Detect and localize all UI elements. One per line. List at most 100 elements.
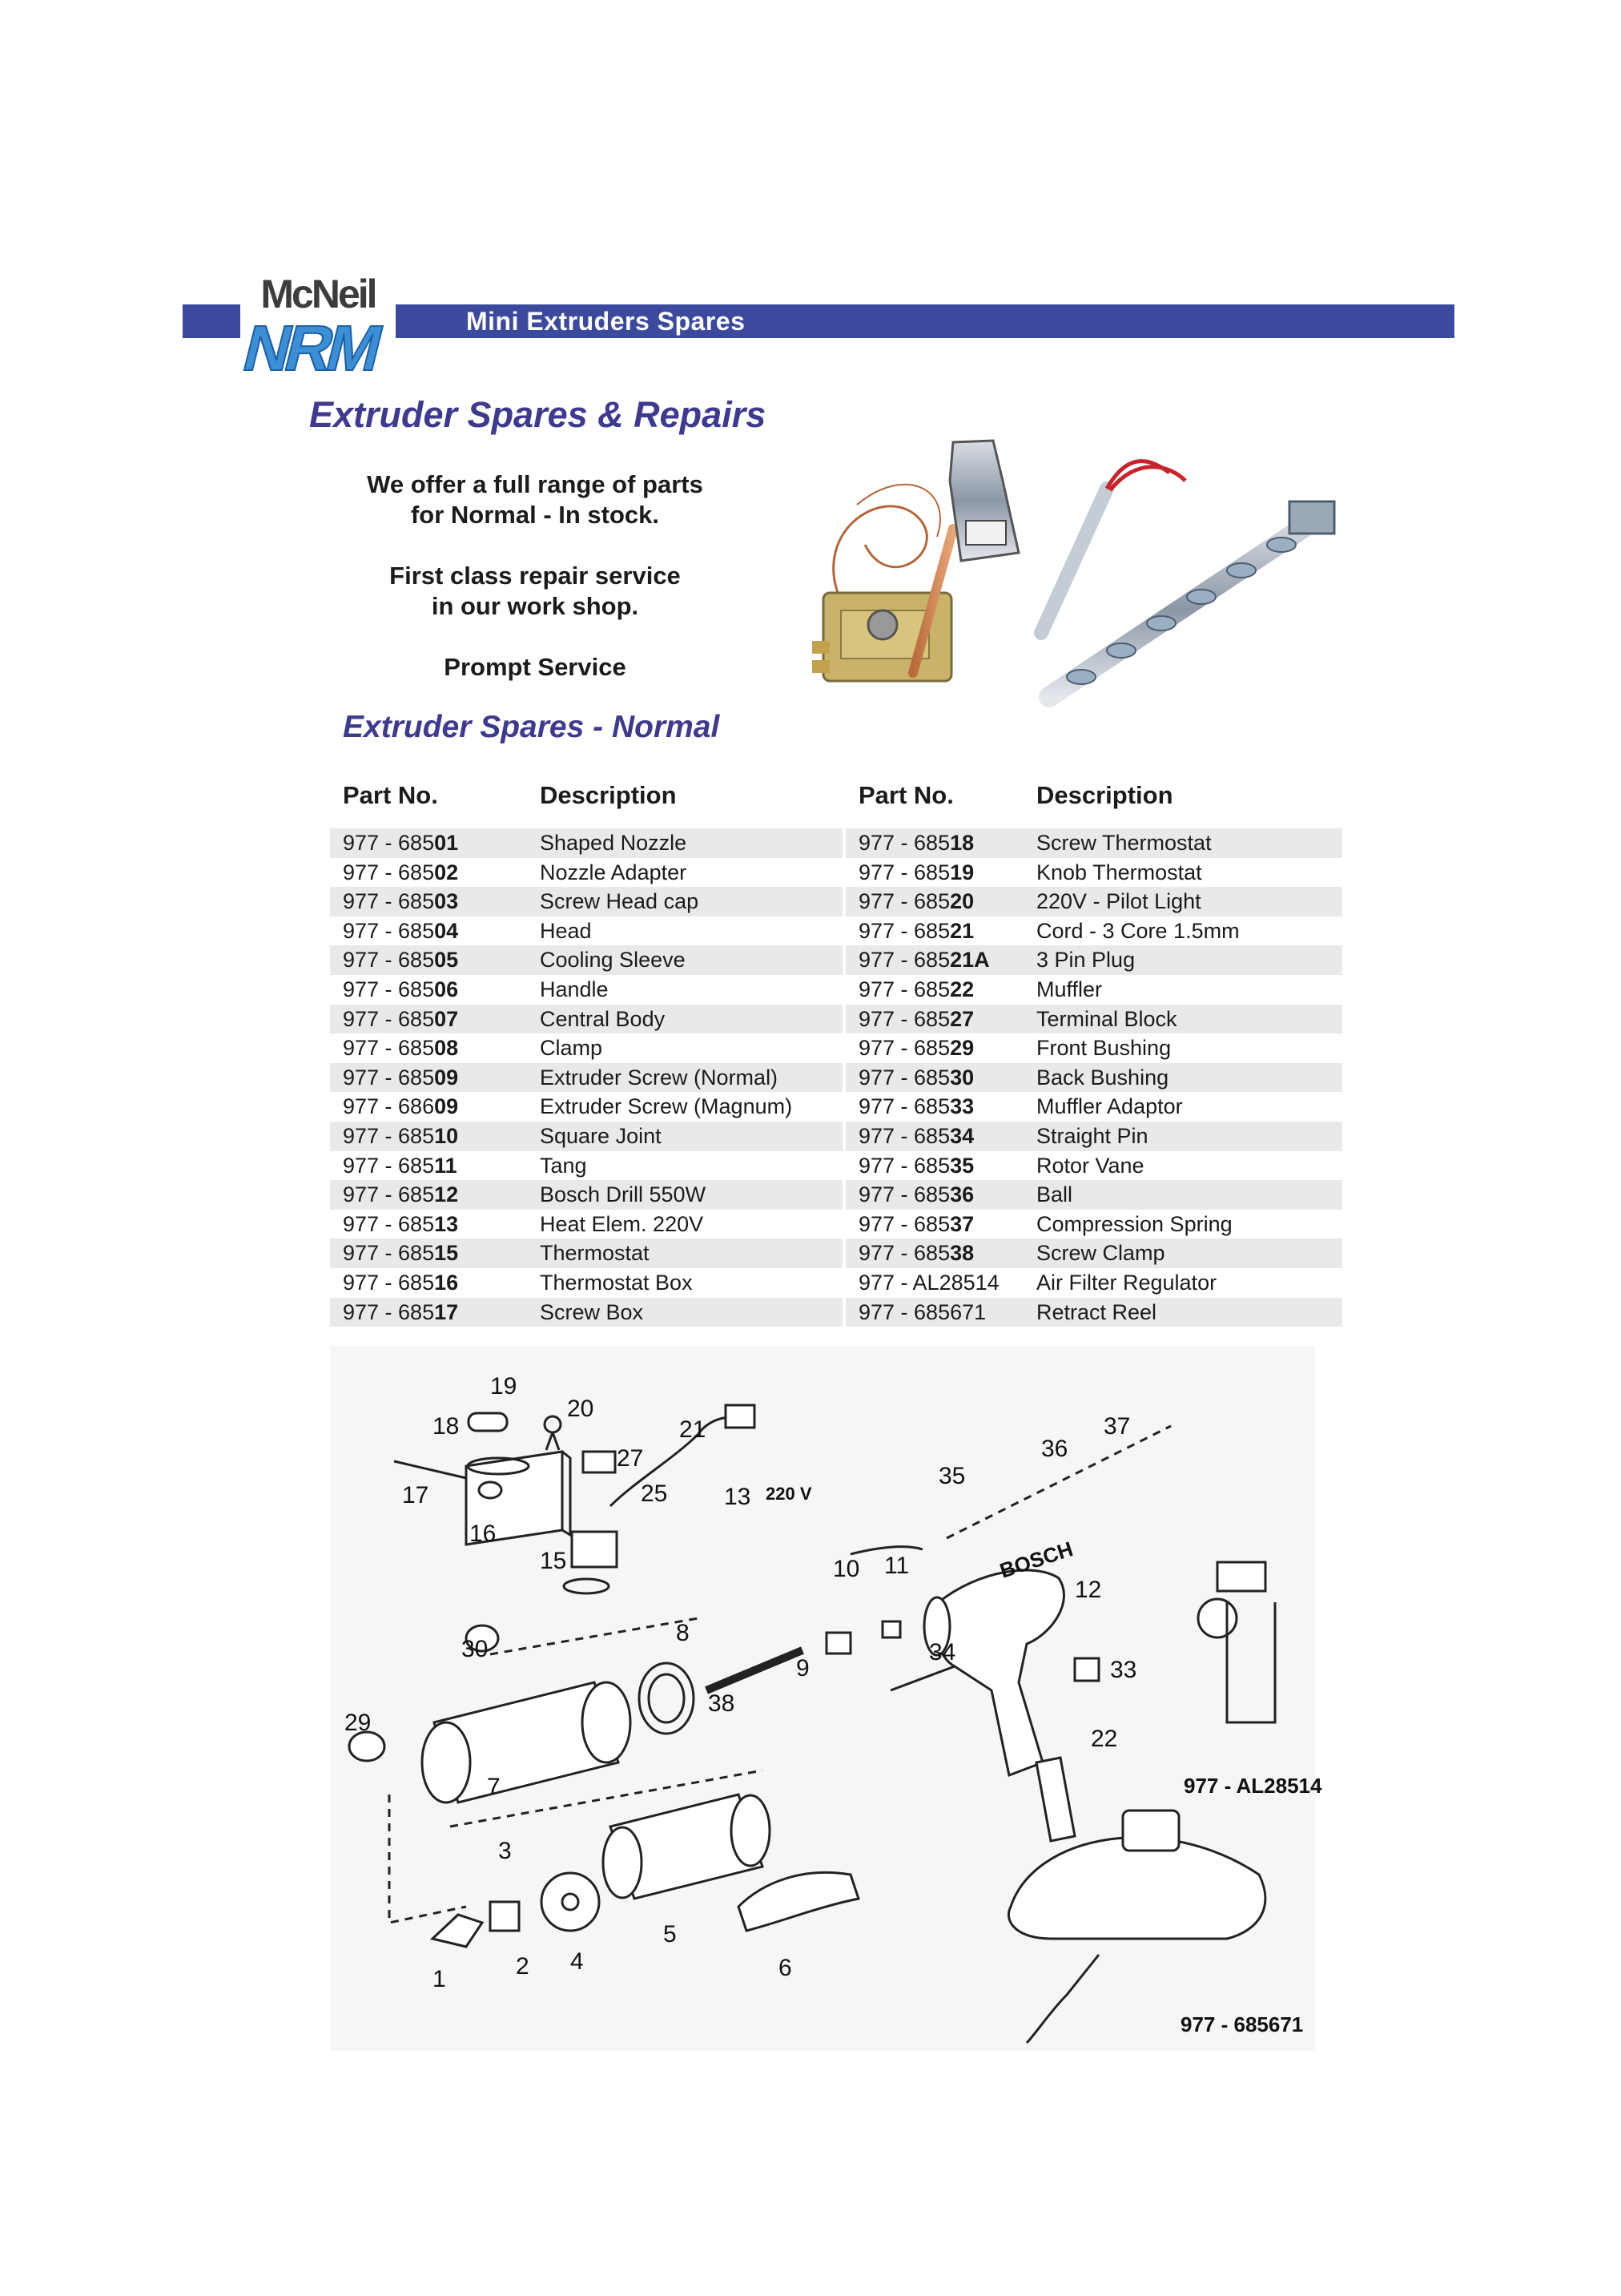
part-description: Extruder Screw (Normal) — [540, 1065, 778, 1090]
part-number-prefix: 977 - 685 — [859, 1065, 951, 1090]
column-header-description: Description — [1036, 781, 1173, 809]
part-description: Heat Elem. 220V — [540, 1211, 704, 1236]
part-number: 977 - 685671 — [859, 1298, 986, 1327]
part-number: 977 - 68527 — [859, 1005, 974, 1034]
callout-number: 17 — [402, 1482, 428, 1509]
callout-number: 27 — [617, 1445, 643, 1472]
callout-number: 33 — [1110, 1657, 1136, 1683]
part-number: 977 - 68529 — [859, 1033, 974, 1063]
part-number-suffix: 36 — [950, 1182, 975, 1207]
part-number-prefix: 977 - 685 — [859, 977, 951, 1001]
part-number: 977 - 68533 — [859, 1092, 974, 1122]
part-number-prefix: 977 - AL28514 — [859, 1271, 1000, 1295]
part-number: 977 - 68516 — [343, 1268, 458, 1298]
part-description: Rotor Vane — [1036, 1153, 1144, 1178]
part-description: Nozzle Adapter — [540, 860, 687, 884]
callout-number: 12 — [1075, 1577, 1101, 1603]
part-number: 977 - 68510 — [343, 1122, 458, 1151]
part-number-suffix: 10 — [434, 1124, 459, 1148]
part-number: 977 - 68534 — [859, 1122, 974, 1151]
part-number-prefix: 977 - 685 — [343, 860, 435, 884]
part-number-suffix: 19 — [950, 860, 975, 884]
part-number-suffix: 05 — [434, 948, 459, 973]
part-number-suffix: 37 — [950, 1211, 975, 1236]
part-number-prefix: 977 - 685 — [859, 1153, 951, 1178]
callout-number: 10 — [833, 1556, 859, 1582]
part-number-suffix: 33 — [950, 1094, 975, 1119]
part-number-suffix: 21 — [950, 918, 975, 943]
column-header-part: Part No. — [343, 781, 438, 809]
part-number-prefix: 977 - 685 — [343, 977, 435, 1001]
callout-number: 11 — [884, 1553, 909, 1579]
part-description: Cord - 3 Core 1.5mm — [1036, 918, 1240, 943]
part-number-suffix: 11 — [434, 1153, 457, 1178]
part-number-prefix: 977 - 685 — [859, 918, 951, 943]
part-number: 977 - 68501 — [343, 828, 458, 858]
callout-number: 38 — [708, 1690, 734, 1717]
part-number: 977 - 68508 — [343, 1033, 458, 1063]
callout-number: 34 — [929, 1639, 955, 1666]
part-number-suffix: 20 — [950, 889, 975, 914]
part-number: 977 - 68512 — [343, 1180, 458, 1210]
callout-number: 29 — [344, 1710, 371, 1736]
part-number-prefix: 977 - 685 — [859, 1094, 951, 1119]
part-number-prefix: 977 - 685 — [343, 1006, 435, 1031]
callout-number: 9 — [796, 1655, 810, 1682]
part-description: 220V - Pilot Light — [1036, 889, 1201, 914]
part-number: 977 - 68506 — [343, 975, 458, 1005]
column-header-description: Description — [540, 781, 677, 809]
callout-number: 1 — [432, 1966, 446, 1992]
part-number-prefix: 977 - 685 — [859, 860, 951, 884]
column-header-part: Part No. — [859, 781, 954, 809]
part-number: 977 - 68521A — [859, 945, 990, 975]
callout-number: 22 — [1091, 1726, 1117, 1752]
part-number: 977 - 68537 — [859, 1210, 974, 1239]
part-number-prefix: 977 - 685 — [859, 948, 951, 973]
part-description: Clamp — [540, 1036, 603, 1061]
reel-caption: 977 - 685671 — [1181, 2012, 1304, 2036]
callout-number: 30 — [461, 1636, 488, 1662]
part-number-suffix: 29 — [950, 1036, 975, 1061]
callout-number: 4 — [570, 1948, 584, 1975]
part-description: Back Bushing — [1036, 1065, 1169, 1090]
part-number: 977 - 68519 — [859, 858, 974, 888]
part-number: 977 - 68538 — [859, 1239, 974, 1268]
intro-line: for Normal - In stock. — [410, 501, 660, 529]
part-description: Shaped Nozzle — [540, 831, 687, 855]
part-number: 977 - 68503 — [343, 887, 458, 916]
part-description: Cooling Sleeve — [540, 948, 686, 973]
callout-number: 37 — [1104, 1413, 1130, 1440]
part-description: Screw Thermostat — [1036, 831, 1212, 855]
callout-number: 20 — [567, 1396, 593, 1422]
part-number-prefix: 977 - 685 — [859, 1124, 951, 1148]
part-number-prefix: 977 - 685 — [343, 1124, 435, 1148]
part-description: Thermostat — [540, 1241, 650, 1266]
part-description: Extruder Screw (Magnum) — [540, 1094, 793, 1119]
callout-number: 15 — [540, 1548, 566, 1574]
part-number-suffix: 08 — [434, 1036, 459, 1061]
intro-line: Prompt Service — [444, 653, 626, 681]
part-number: 977 - 68521 — [859, 916, 974, 946]
part-number-prefix: 977 - 685 — [859, 1006, 951, 1031]
table-row: 977 - 68509 Extruder Screw (Normal) — [330, 1062, 843, 1093]
part-description: 3 Pin Plug — [1036, 948, 1136, 973]
part-number-suffix: 13 — [434, 1211, 459, 1236]
part-number: 977 - 68509 — [343, 1063, 458, 1093]
part-number: 977 - 68535 — [859, 1151, 974, 1181]
callout-number: 35 — [939, 1463, 965, 1489]
